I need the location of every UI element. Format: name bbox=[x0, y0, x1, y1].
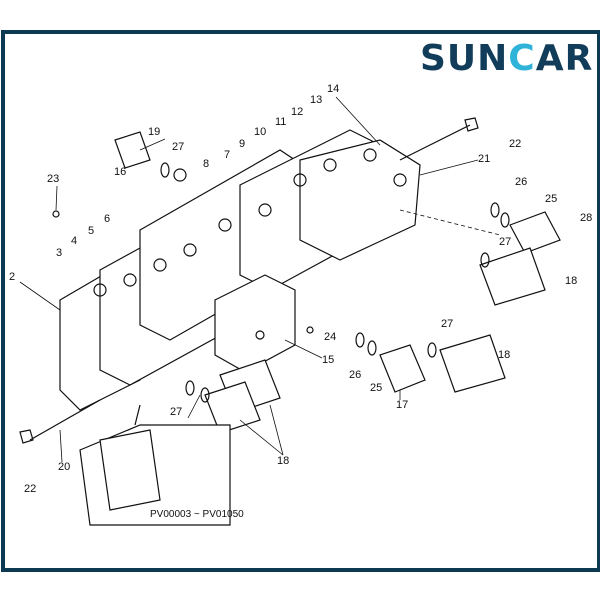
part-label-23: 23 bbox=[47, 173, 60, 185]
part-label-24: 24 bbox=[324, 331, 337, 343]
part-label-11: 11 bbox=[275, 116, 287, 128]
part-label-13: 13 bbox=[310, 94, 323, 106]
part-label-25: 25 bbox=[545, 193, 558, 205]
part-label-12: 12 bbox=[291, 106, 304, 118]
tie-rod-20 bbox=[29, 399, 101, 441]
part-label-8: 8 bbox=[203, 158, 210, 170]
nut-22-top bbox=[464, 117, 479, 132]
part-label-19: 19 bbox=[148, 126, 161, 138]
part-label-6: 6 bbox=[104, 213, 111, 225]
part-label-26: 26 bbox=[349, 369, 362, 381]
part-label-21: 21 bbox=[478, 153, 491, 165]
part-label-27: 27 bbox=[172, 141, 185, 153]
part-label-5: 5 bbox=[88, 225, 95, 237]
part-label-16: 16 bbox=[114, 166, 127, 178]
part-label-28: 28 bbox=[580, 212, 593, 224]
part-label-14: 14 bbox=[327, 83, 340, 95]
part-label-3: 3 bbox=[56, 247, 63, 259]
part-label-7: 7 bbox=[224, 149, 231, 161]
part-label-15: 15 bbox=[322, 354, 335, 366]
brand-logo: SUNCAR bbox=[420, 38, 594, 79]
part-label-17: 17 bbox=[396, 399, 409, 411]
part-label-18: 18 bbox=[498, 349, 511, 361]
part-label-10: 10 bbox=[254, 126, 267, 138]
part-label-27: 27 bbox=[499, 236, 512, 248]
part-label-22: 22 bbox=[24, 483, 37, 495]
part-label-26: 26 bbox=[515, 176, 528, 188]
part-label-18: 18 bbox=[277, 455, 290, 467]
o-rings bbox=[52, 162, 510, 403]
tie-rod-21 bbox=[399, 124, 471, 161]
part-label-20: 20 bbox=[58, 461, 71, 473]
diagram-frame bbox=[1, 30, 600, 572]
part-label-25: 25 bbox=[370, 382, 383, 394]
part-label-18: 18 bbox=[565, 275, 578, 287]
nut-22-bottom bbox=[19, 429, 34, 444]
relief-valves bbox=[114, 131, 561, 434]
part-label-22: 22 bbox=[509, 138, 522, 150]
serial-range-caption: PV00003 ~ PV01050 bbox=[150, 509, 244, 520]
part-label-9: 9 bbox=[239, 138, 246, 150]
part-label-27: 27 bbox=[170, 406, 183, 418]
part-label-4: 4 bbox=[71, 235, 78, 247]
part-label-27: 27 bbox=[441, 318, 454, 330]
part-label-2: 2 bbox=[9, 271, 16, 283]
valve-sections bbox=[59, 129, 421, 411]
